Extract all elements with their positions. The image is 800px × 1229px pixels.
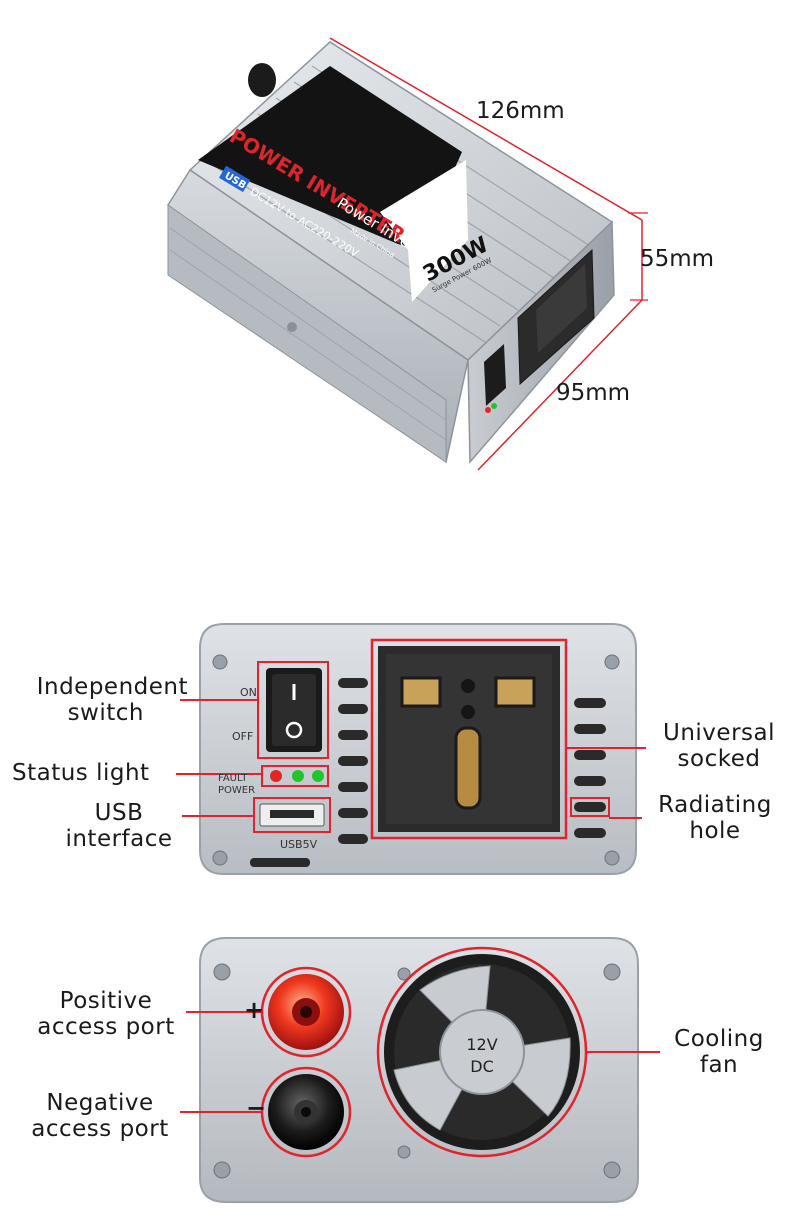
- front-panel-illustration: ON OFF FAULT POWER USB5V: [176, 623, 646, 875]
- dimension-length: 126mm: [476, 98, 565, 124]
- callout-universal-socket: Universal socked: [663, 720, 775, 772]
- radiating-hole-highlighted: [574, 802, 606, 812]
- callout-negative-port: Negative access port: [31, 1090, 169, 1142]
- callout-usb-interface: USB interface: [65, 800, 173, 852]
- front-panel-view: ON OFF FAULT POWER USB5V Independent swi…: [0, 600, 800, 890]
- callout-independent-switch: Independent switch: [36, 674, 188, 726]
- power-text: POWER: [218, 785, 255, 796]
- dim-line-length: [329, 37, 643, 221]
- callout-positive-port: Positive access port: [37, 988, 175, 1040]
- callout-status-light: Status light: [12, 760, 150, 786]
- socket-hole-right: [494, 676, 536, 708]
- usb-badge-icon: [218, 165, 251, 193]
- plus-sign: +: [244, 996, 264, 1024]
- callout-cooling-fan: Cooling fan: [674, 1026, 764, 1078]
- rear-panel-view: + − 12V DC Positive access port Negative…: [0, 920, 800, 1220]
- inverter-3d-illustration: POWER INVERTER USB DC12V to AC220-220V P…: [167, 37, 648, 471]
- socket-hole-center: [454, 726, 482, 810]
- dim-line-width: [477, 299, 643, 471]
- fan-dc-text: DC: [470, 1057, 494, 1076]
- led-fault-icon: [270, 770, 282, 782]
- knob-icon: [248, 63, 276, 97]
- product-3d-view: POWER INVERTER USB DC12V to AC220-220V P…: [0, 0, 800, 480]
- usb-port-icon: [270, 810, 314, 818]
- on-text: ON: [240, 686, 257, 699]
- dimension-height: 55mm: [640, 246, 715, 272]
- fan-voltage-text: 12V: [466, 1035, 497, 1054]
- dimension-width: 95mm: [556, 380, 631, 406]
- usb5v-text: USB5V: [280, 838, 318, 851]
- led-power-icon: [292, 770, 304, 782]
- fault-text: FAULT: [218, 773, 248, 784]
- callout-radiating-hole: Radiating hole: [658, 792, 772, 844]
- rear-panel-illustration: + − 12V DC: [180, 937, 660, 1203]
- off-text: OFF: [232, 730, 253, 743]
- led-power2-icon: [312, 770, 324, 782]
- socket-hole-left: [400, 676, 442, 708]
- minus-sign: −: [246, 1094, 266, 1122]
